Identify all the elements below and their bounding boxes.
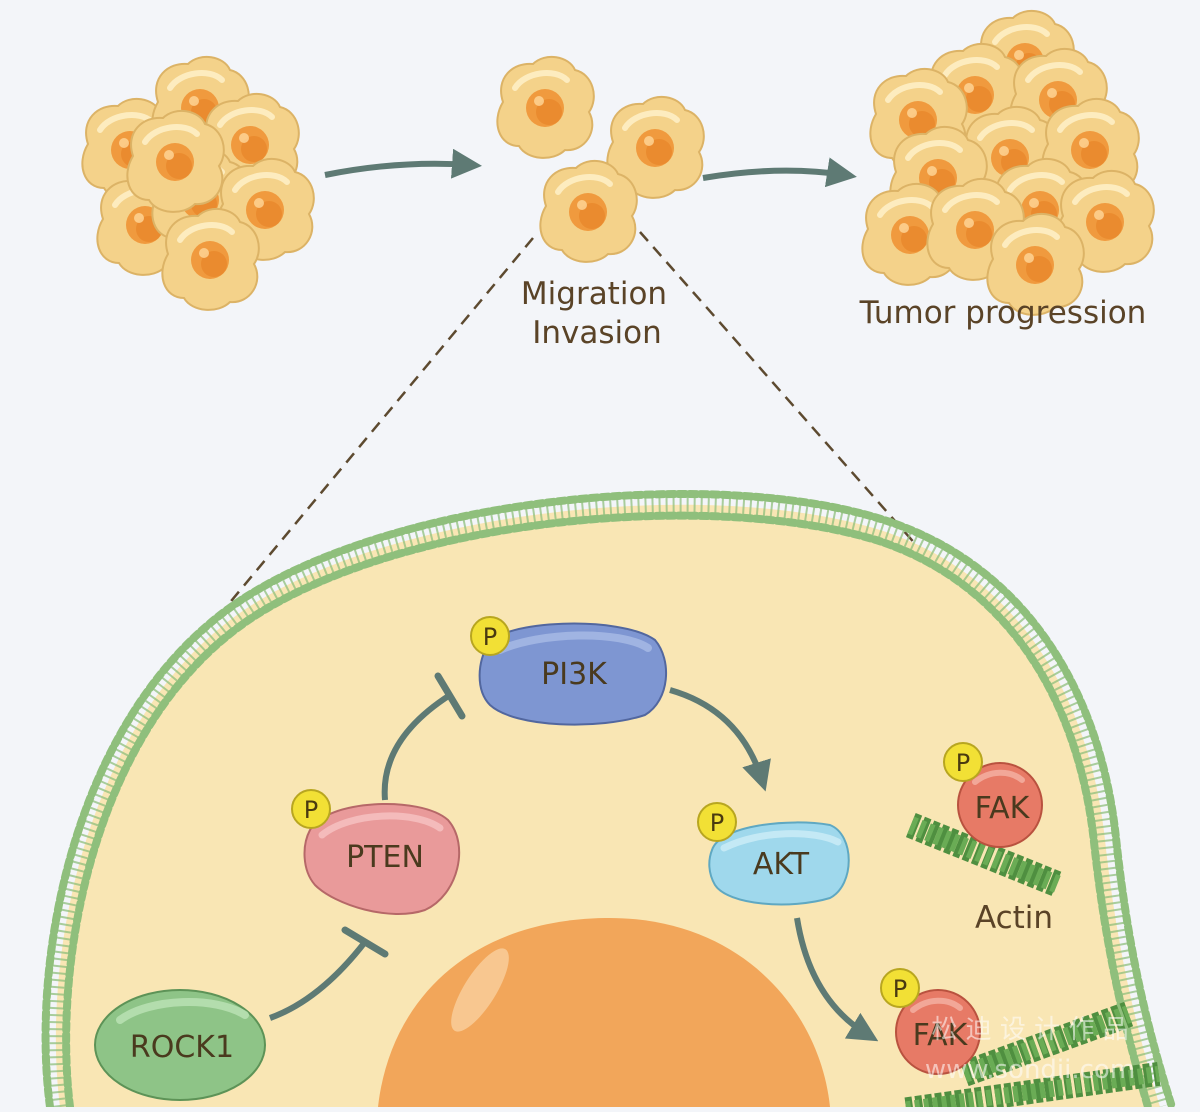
pi3k-protein: PI3K [478, 622, 668, 726]
cell-membrane [41, 490, 1176, 1111]
migrating-cells [497, 57, 703, 262]
pten-label: PTEN [346, 840, 424, 875]
inhibit-bar-pi3k [434, 672, 466, 720]
watermark-line2: www.sondii.com [925, 1055, 1135, 1085]
pi3k-label: PI3K [541, 657, 608, 692]
label-actin: Actin [975, 900, 1053, 936]
arrow-pi3k-akt [669, 687, 771, 792]
phospho-pten: P [291, 789, 331, 829]
phospho-pi3k: P [470, 616, 510, 656]
akt-protein: AKT [708, 821, 850, 906]
inhibit-arrow-rock1-pten [268, 940, 368, 1021]
inhibit-bar-pten [341, 926, 389, 958]
pten-protein: PTEN [303, 803, 461, 915]
primary-tumor-cluster [82, 57, 313, 310]
inhibit-arrow-pten-pi3k [381, 692, 452, 801]
label-tumor-progression: Tumor progression [859, 295, 1147, 331]
actin-filament-top [905, 812, 1065, 898]
label-migration: Migration [521, 276, 667, 312]
label-invasion: Invasion [532, 315, 662, 351]
svg-text:P: P [483, 623, 497, 651]
arrow-akt-fak [794, 917, 879, 1042]
akt-label: AKT [753, 847, 810, 882]
arrow-to-progression [702, 157, 857, 188]
svg-text:P: P [893, 975, 907, 1003]
actin-filament-bottom-2 [904, 1062, 1161, 1112]
svg-text:P: P [956, 749, 970, 777]
rock1-protein: ROCK1 [94, 989, 266, 1101]
phospho-fak-top: P [943, 742, 983, 782]
fak-bottom-label: FAK [913, 1018, 969, 1053]
progressed-tumor-cluster [862, 11, 1153, 315]
watermark-line1: 松 迪 设 计 作 品 [931, 1015, 1128, 1045]
nucleus [378, 917, 830, 1107]
zoom-line-left [221, 237, 534, 613]
phospho-akt: P [697, 802, 737, 842]
fak-top-protein: FAK [957, 762, 1043, 848]
fak-top-label: FAK [975, 791, 1031, 826]
arrow-to-migration [324, 148, 482, 179]
svg-text:P: P [710, 809, 724, 837]
actin-filament-bottom-1 [959, 1001, 1134, 1087]
zoom-line-right [639, 231, 1001, 641]
fak-bottom-protein: FAK [895, 989, 981, 1075]
svg-text:P: P [304, 796, 318, 824]
phospho-fak-bottom: P [880, 968, 920, 1008]
rock1-label: ROCK1 [130, 1030, 234, 1065]
